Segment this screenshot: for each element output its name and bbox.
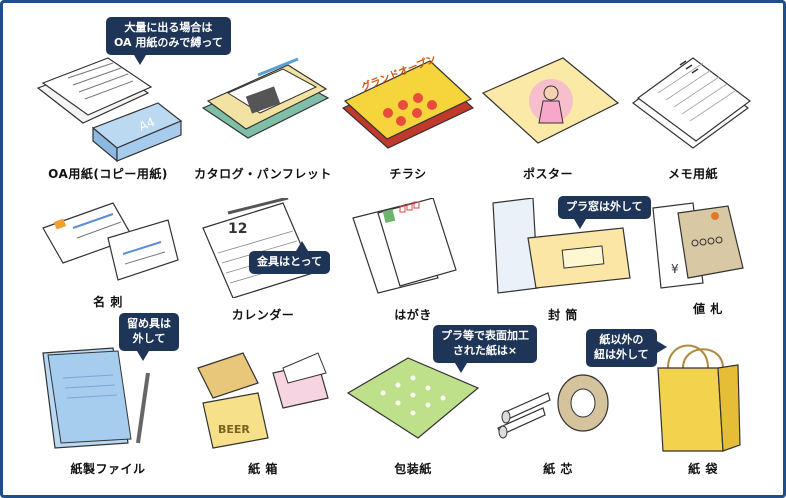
- note-line: 留め具は: [127, 317, 171, 330]
- note-line: された紙は×: [452, 343, 518, 357]
- item-label: 封 筒: [548, 308, 578, 322]
- item-label: カレンダー: [231, 308, 295, 322]
- item-label: 値 札: [693, 302, 723, 316]
- item-label: 紙製ファイル: [70, 462, 146, 476]
- paper-file-icon: [42, 347, 150, 449]
- calendar-icon: 12: [202, 198, 314, 298]
- copy-paper-icon: A4: [36, 57, 183, 163]
- envelope-icon: [492, 198, 631, 294]
- item-postcard: はがき: [338, 198, 488, 348]
- item-label: ポスター: [522, 167, 573, 181]
- item-label: チラシ: [389, 167, 427, 181]
- item-label: 包装紙: [394, 462, 432, 476]
- item-paper-bag: 紙 袋: [628, 343, 778, 493]
- item-business-card: 名 刺: [33, 198, 183, 348]
- item-wrapping-paper: 包装紙: [338, 343, 488, 493]
- item-label: 紙 袋: [688, 462, 718, 476]
- item-poster: ポスター: [473, 53, 623, 203]
- business-card-icon: [42, 202, 179, 281]
- item-label: 紙 箱: [248, 462, 278, 476]
- price-tag-icon: ¥: [652, 202, 744, 289]
- postcard-icon: [352, 198, 457, 294]
- item-label: 名 刺: [93, 295, 123, 309]
- note-calendar-metal: 金具はとって: [249, 241, 331, 274]
- item-copy-paper: A4 OA用紙(コピー用紙): [33, 53, 183, 203]
- note-line: 大量に出る場合は: [124, 21, 213, 34]
- item-flyer: グランドオープン チラシ: [333, 53, 483, 203]
- note-line: プラ窓は外して: [566, 200, 643, 213]
- item-memo-pad: メモ用紙: [618, 53, 768, 203]
- note-file-clip: 留め具は 外して: [119, 313, 179, 361]
- item-label: はがき: [394, 308, 432, 322]
- item-envelope: 封 筒: [488, 198, 638, 348]
- paper-bag-icon: [657, 344, 741, 452]
- note-line: プラ等で表面加工: [441, 329, 529, 342]
- note-oa-bundle: 大量に出る場合は OA 用紙のみで縛って: [106, 17, 231, 65]
- item-price-tag: ¥ 値 札: [633, 198, 783, 348]
- paper-core-icon: [497, 374, 609, 439]
- paper-box-icon: BEER: [197, 352, 329, 449]
- svg-text:A4: A4: [137, 115, 157, 134]
- flyer-icon: グランドオープン: [341, 53, 475, 149]
- calendar-month: 12: [228, 221, 247, 237]
- item-paper-core: 紙 芯: [483, 343, 633, 493]
- note-envelope-window: プラ窓は外して: [558, 196, 651, 229]
- item-label: カタログ・パンフレット: [194, 167, 332, 181]
- item-label: メモ用紙: [667, 167, 718, 181]
- item-label: 紙 芯: [543, 462, 573, 476]
- item-label: OA用紙(コピー用紙): [48, 167, 168, 181]
- box-text: BEER: [218, 423, 250, 436]
- memo-pad-icon: [631, 57, 752, 149]
- note-line: OA 用紙のみで縛って: [114, 35, 223, 49]
- item-paper-box: BEER 紙 箱: [188, 343, 338, 493]
- note-wrapping-laminated: プラ等で表面加工 された紙は×: [433, 325, 537, 373]
- item-catalog: カタログ・パンフレット: [188, 53, 338, 203]
- note-bag-handle: 紙以外の 紐は外して: [586, 329, 667, 367]
- note-line: 外して: [132, 331, 166, 345]
- item-calendar: 12 カレンダー: [188, 198, 338, 348]
- catalog-icon: [201, 57, 330, 139]
- price-symbol: ¥: [671, 262, 679, 276]
- poster-icon: [481, 57, 620, 144]
- note-line: 紐は外して: [594, 347, 649, 361]
- note-line: 紙以外の: [599, 333, 644, 346]
- item-paper-file: 紙製ファイル: [33, 343, 183, 493]
- wrapping-paper-icon: [346, 357, 480, 439]
- note-line: 金具はとって: [257, 255, 323, 268]
